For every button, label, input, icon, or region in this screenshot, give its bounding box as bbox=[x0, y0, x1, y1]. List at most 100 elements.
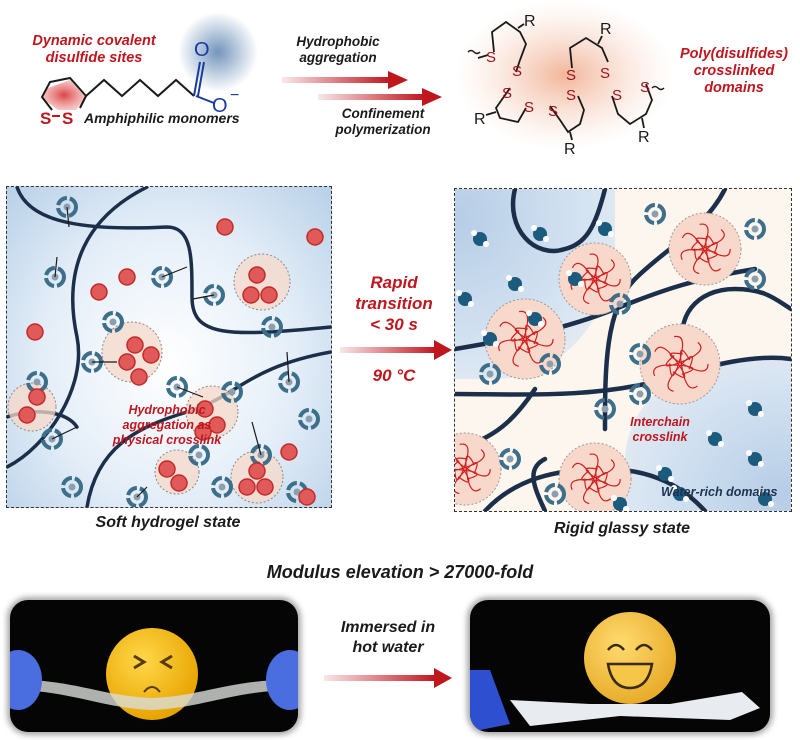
water-hydrogen bbox=[671, 485, 677, 491]
hydrophobic-bead bbox=[260, 286, 278, 304]
side-chain-linker bbox=[54, 256, 58, 278]
macrocycle-ring bbox=[126, 486, 148, 507]
glassy-network bbox=[455, 189, 791, 511]
monomer-structure: O O − S S bbox=[40, 12, 258, 128]
immersion-arrow bbox=[324, 668, 452, 688]
macrocycle-ring bbox=[594, 398, 616, 420]
water-hydrogen bbox=[566, 270, 572, 276]
water-hydrogen bbox=[483, 241, 489, 247]
water-hydrogen bbox=[668, 476, 674, 482]
sulfur-atom: S bbox=[512, 63, 522, 80]
macrocycle-core bbox=[601, 405, 609, 413]
sulfur-atom: S bbox=[640, 79, 650, 96]
macrocycle-ring bbox=[56, 196, 78, 218]
squint-eyes bbox=[133, 654, 173, 670]
smiley-ball-happy bbox=[584, 612, 676, 704]
macrocycle-ring bbox=[544, 483, 566, 505]
product-label-line2: crosslinked bbox=[693, 63, 775, 79]
hydrophobic-bead bbox=[306, 228, 324, 246]
hydrophobic-bead bbox=[298, 488, 316, 506]
carbonyl-bond-2 bbox=[197, 61, 205, 97]
macrocycle-core bbox=[616, 300, 624, 308]
hydrophobic-bead bbox=[130, 368, 148, 386]
sulfur-atom: S bbox=[502, 85, 512, 102]
macrocycle-ring bbox=[644, 203, 666, 225]
macrocycle-ring bbox=[479, 363, 501, 385]
hydrophobic-bead bbox=[26, 323, 44, 341]
water-hydrogen bbox=[608, 231, 614, 237]
reaction-arrows bbox=[282, 71, 442, 106]
water-hydrogen bbox=[706, 430, 712, 436]
coiled-polydisulfide bbox=[581, 259, 615, 281]
coiled-polydisulfide bbox=[524, 324, 543, 364]
water-rich-domains-label: Water-rich domains bbox=[661, 485, 778, 499]
monomer-label-line2: disulfide sites bbox=[45, 50, 143, 66]
macrocycle-core bbox=[33, 378, 41, 386]
r-group: R bbox=[564, 141, 576, 158]
macrocycle-core bbox=[751, 225, 759, 233]
r-groups: R R R R R bbox=[474, 13, 650, 158]
oxygen-atom-anion: O bbox=[212, 95, 228, 117]
sulfur-atom: S bbox=[612, 87, 622, 104]
coiled-polydisulfide bbox=[581, 459, 615, 481]
macrocycle-ring bbox=[609, 293, 631, 315]
hydrophobic-bead bbox=[242, 286, 260, 304]
hydrophobic-bead bbox=[118, 268, 136, 286]
side-chain-linker bbox=[161, 266, 188, 278]
transition-temperature: 90 °C bbox=[372, 366, 416, 385]
polymer-chain bbox=[531, 456, 548, 511]
transition-label: Rapid transition < 30 s bbox=[334, 272, 454, 335]
water-hydrogen bbox=[623, 506, 629, 511]
water-hydrogen bbox=[526, 310, 532, 316]
backbone-bonds bbox=[477, 20, 653, 141]
macrocycle-core bbox=[551, 490, 559, 498]
macrocycle-ring bbox=[298, 408, 320, 430]
water-hydrogen bbox=[768, 501, 774, 507]
product-label-line3: domains bbox=[704, 80, 764, 96]
water-hydrogen bbox=[578, 281, 584, 287]
macrocycle-ring bbox=[26, 371, 48, 393]
alkyl-chain bbox=[85, 78, 195, 98]
macrocycle-ring bbox=[629, 343, 651, 365]
macrocycle-core bbox=[486, 370, 494, 378]
gloved-hand-left bbox=[10, 650, 42, 710]
hydrogel-panel: Hydrophobic aggregation as physical cros… bbox=[6, 186, 332, 508]
crosslinked-domain-glow bbox=[455, 0, 675, 150]
interchain-crosslink-annotation: Interchain crosslink bbox=[615, 415, 705, 445]
hydrophobic-bead bbox=[194, 423, 212, 441]
macrocycle-core bbox=[651, 210, 659, 218]
happy-eyes bbox=[607, 643, 653, 651]
water-hydrogen bbox=[656, 465, 662, 471]
crosslinked-domain bbox=[455, 432, 502, 506]
macrocycle-ring bbox=[499, 448, 521, 470]
macrocycle-ring bbox=[261, 316, 283, 338]
disulfide-ring-highlight bbox=[42, 80, 86, 110]
sulfur-atom-1: S bbox=[40, 109, 51, 128]
hydrogel-photo bbox=[10, 600, 298, 732]
macrocycle-core bbox=[636, 350, 644, 358]
water-hydrogen bbox=[746, 400, 752, 406]
macrocycle-core bbox=[195, 451, 203, 459]
macrocycle-ring bbox=[744, 268, 766, 290]
sulfur-atoms: S S S S S S S S S S bbox=[486, 49, 650, 120]
macrocycle-ring bbox=[629, 383, 651, 405]
side-chain-linker bbox=[136, 486, 148, 498]
r-group: R bbox=[474, 111, 486, 128]
soft-hydrogel-caption: Soft hydrogel state bbox=[95, 514, 241, 531]
macrocycle-ring bbox=[744, 218, 766, 240]
hydrophobic-bead bbox=[248, 266, 266, 284]
macrocycle-ring bbox=[41, 428, 63, 450]
hydrophobic-bead bbox=[248, 462, 266, 480]
glassy-photo bbox=[470, 600, 770, 732]
side-chain-linker bbox=[66, 206, 70, 228]
gloved-hand bbox=[470, 670, 510, 732]
hydrophobic-bead bbox=[238, 478, 256, 496]
coiled-polydisulfide bbox=[679, 349, 698, 389]
oxygen-atom-carbonyl: O bbox=[194, 39, 210, 61]
step2-line1: Confinement bbox=[341, 106, 425, 121]
macrocycle-core bbox=[305, 415, 313, 423]
hydrophobic-bead bbox=[126, 336, 144, 354]
transition-line2: transition bbox=[355, 294, 433, 313]
coiled-polydisulfide bbox=[498, 339, 539, 352]
macrocycle-core bbox=[751, 275, 759, 283]
